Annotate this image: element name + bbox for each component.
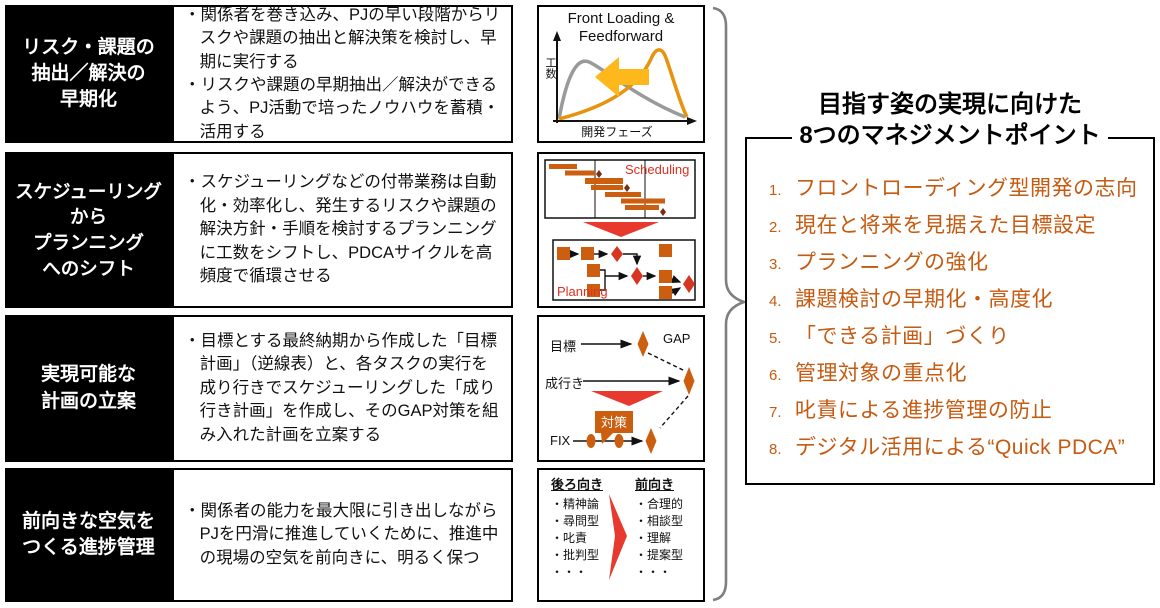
management-points-panel: 1. フロントローディング型開発の志向 2. 現在と将来を見据えた目標設定 3.… (745, 137, 1155, 485)
planning-gate-diamonds (611, 246, 695, 293)
scheduling-label: Scheduling (625, 162, 690, 177)
panel-title-line1: 目指す姿の実現に向けた (818, 91, 1082, 118)
gantt-bars (549, 164, 665, 210)
gap-label: GAP (663, 331, 691, 346)
countermeasure-tail (601, 433, 613, 444)
panel-title-line2: 8つのマネジメントポイント (792, 120, 1108, 152)
front-loading-chart-graphic (553, 31, 697, 125)
point-number: 4. (769, 293, 782, 310)
gantt-milestones (596, 170, 666, 216)
positive-item: ・・・ (635, 565, 672, 579)
point-item-8: 8. デジタル活用による“Quick PDCA” (769, 431, 1147, 468)
row2-desc-box: ・スケジューリングなどの付帯業務は自動化・効率化し、発生するリスクや課題の解決方… (172, 152, 513, 308)
points-list: 1. フロントローディング型開発の志向 2. 現在と将来を見据えた目標設定 3.… (747, 139, 1153, 468)
point-item-1: 1. フロントローディング型開発の志向 (769, 172, 1147, 209)
negative-item: ・叱責 (551, 531, 588, 545)
point-label: フロントローディング型開発の志向 (795, 177, 1138, 200)
point-number: 6. (769, 367, 782, 384)
negative-column: 後ろ向き ・精神論 ・尋問型 ・叱責 ・批判型 ・・・ (551, 476, 603, 581)
attitude-graphic (609, 494, 627, 580)
row1-bullet-1: ・関係者を巻き込み、PJの早い段階からリスクや課題の抽出と解決策を検討し、早期に… (184, 5, 501, 71)
point-number: 5. (769, 330, 782, 347)
brace-icon (712, 6, 749, 602)
row4-bullet-1: ・関係者の能力を最大限に引き出しながらPJを円滑に推進していくために、推進中の現… (184, 501, 499, 567)
point-item-3: 3. プランニングの強化 (769, 246, 1147, 283)
gap-plan-graphic (573, 331, 695, 454)
panel-title: 目指す姿の実現に向けた 8つのマネジメントポイント (745, 90, 1155, 152)
shift-left-arrow-icon (595, 57, 649, 97)
fix-label: FIX (550, 433, 571, 448)
target-label: 目標 (550, 339, 577, 354)
point-label: 管理対象の重点化 (795, 362, 967, 385)
positive-item: ・相談型 (635, 514, 684, 528)
countermeasure-label: 対策 (600, 415, 627, 430)
front-loading-title: Front Loading & Feedforward (567, 10, 675, 45)
negative-item: ・・・ (551, 565, 588, 579)
point-label: 現在と将来を見据えた目標設定 (795, 214, 1096, 237)
planning-frame (552, 239, 696, 301)
positive-item: ・合理的 (635, 497, 684, 511)
point-label: 課題検討の早期化・高度化 (795, 288, 1053, 311)
point-label: 叱責による進捗管理の防止 (795, 399, 1053, 422)
row3-bullet-1: ・目標とする最終納期から作成した「目標計画」（逆線表）と、各タスクの実行を成り行… (184, 331, 499, 444)
negative-item: ・精神論 (551, 497, 600, 511)
front-loading-x-label: 開発フェーズ (581, 125, 653, 139)
point-item-7: 7. 叱責による進捗管理の防止 (769, 394, 1147, 431)
positive-item: ・提案型 (635, 548, 684, 562)
positive-item: ・理解 (635, 531, 672, 545)
scheduling-planning-graphic (544, 159, 696, 301)
point-number: 2. (769, 219, 782, 236)
row2-title-box: スケジューリング から プランニング へのシフト (5, 152, 172, 308)
negative-header: 後ろ向き (551, 477, 604, 492)
gantt-frame (544, 159, 696, 219)
attitude-right-arrow-icon (609, 494, 627, 580)
row4-title-box: 前向きな空気を つくる進捗管理 (5, 468, 172, 602)
asis-label: 成行き (545, 376, 585, 391)
milestone-diamonds (586, 331, 695, 454)
positive-column: 前向き ・合理的 ・相談型 ・理解 ・提案型 ・・・ (635, 476, 683, 581)
point-label: デジタル活用による“Quick PDCA” (795, 436, 1126, 459)
point-number: 3. (769, 256, 782, 273)
row1-title-box: リスク・課題の 抽出／解決の 早期化 (5, 5, 172, 143)
row4-desc-box: ・関係者の能力を最大限に引き出しながらPJを円滑に推進していくために、推進中の現… (172, 468, 513, 602)
y-axis-arrowhead (553, 31, 561, 41)
front-loading-y-label: 工数 (544, 57, 556, 79)
row1-bullet-2: ・リスクや課題の早期抽出／解決ができるよう、PJ活動で培ったノウハウを蓄積・活用… (184, 76, 500, 141)
planning-links (569, 249, 682, 297)
countermeasure-box (595, 411, 633, 433)
point-number: 7. (769, 404, 782, 421)
point-item-4: 4. 課題検討の早期化・高度化 (769, 283, 1147, 320)
row3-title-box: 実現可能な 計画の立案 (5, 315, 172, 462)
negative-item: ・批判型 (551, 548, 600, 562)
attitude-chart: 後ろ向き ・精神論 ・尋問型 ・叱責 ・批判型 ・・・ 前向き ・合理的 ・相談… (537, 468, 705, 602)
point-item-2: 2. 現在と将来を見据えた目標設定 (769, 209, 1147, 246)
point-item-5: 5. 「できる計画」づくり (769, 320, 1147, 357)
scheduling-planning-chart: Scheduling Planning (537, 152, 705, 308)
negative-item: ・尋問型 (551, 514, 600, 528)
gap-plan-chart: 目標 GAP 成行き 対策 FIX (537, 315, 705, 462)
down-arrow-icon (583, 222, 659, 237)
row2-bullet-1: ・スケジューリングなどの付帯業務は自動化・効率化し、発生するリスクや課題の解決方… (184, 173, 497, 286)
planning-task-squares (557, 244, 672, 299)
point-item-6: 6. 管理対象の重点化 (769, 357, 1147, 394)
gap-triangle-icon (591, 391, 663, 406)
plan-arrows (573, 339, 681, 446)
point-number: 1. (769, 182, 782, 199)
planning-label: Planning (557, 284, 608, 299)
positive-header: 前向き (635, 477, 675, 492)
point-number: 8. (769, 441, 782, 458)
row1-desc-box: ・関係者を巻き込み、PJの早い段階からリスクや課題の抽出と解決策を検討し、早期に… (172, 5, 513, 143)
front-loading-chart: Front Loading & Feedforward 工数 開発フェーズ (537, 5, 705, 143)
orange-effort-curve (558, 48, 689, 121)
gap-dashed-links (647, 352, 689, 429)
row3-desc-box: ・目標とする最終納期から作成した「目標計画」（逆線表）と、各タスクの実行を成り行… (172, 315, 513, 462)
gray-effort-curve (557, 59, 686, 120)
point-label: 「できる計画」づくり (795, 325, 1010, 348)
point-label: プランニングの強化 (795, 251, 989, 274)
x-axis-arrowhead (687, 117, 697, 125)
